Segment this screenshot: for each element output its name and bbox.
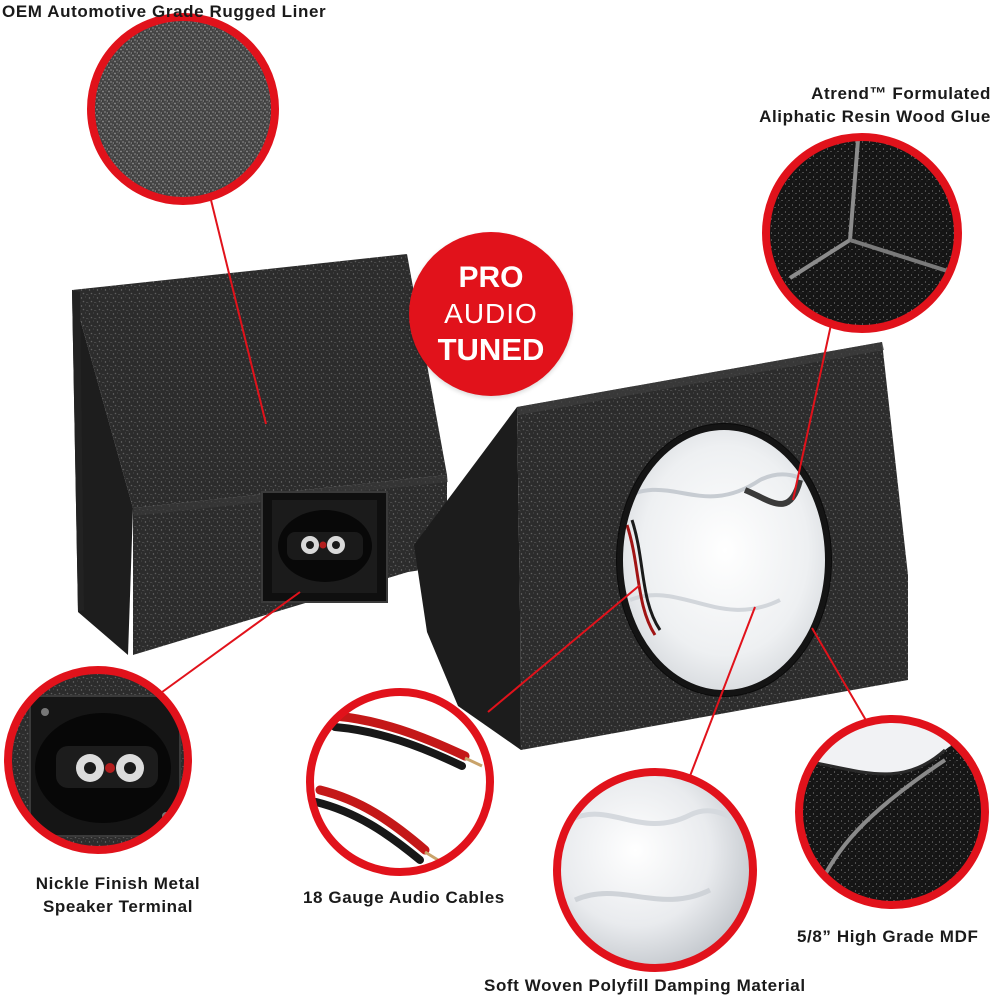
glue-label: Atrend™ Formulated Aliphatic Resin Wood …	[759, 82, 991, 128]
zoom-glue-joint	[762, 133, 962, 333]
glue-label-line-2: Aliphatic Resin Wood Glue	[759, 107, 991, 126]
glue-label-line-1: Atrend™ Formulated	[811, 84, 991, 103]
pro-audio-tuned-badge: PRO AUDIO TUNED	[409, 232, 573, 396]
terminal-label-line-2: Speaker Terminal	[42, 897, 194, 916]
zoom-speaker-terminal	[4, 666, 192, 854]
zoom-liner-texture	[87, 13, 279, 205]
cables-label: 18 Gauge Audio Cables	[303, 888, 505, 907]
callout-lines	[157, 195, 868, 777]
left-speaker-box	[72, 254, 448, 655]
badge-line-1: PRO	[458, 261, 524, 294]
liner-label: OEM Automotive Grade Rugged Liner	[2, 2, 327, 21]
mdf-label: 5/8” High Grade MDF	[797, 927, 979, 946]
polyfill-label: Soft Woven Polyfill Damping Material	[484, 976, 806, 995]
badge-line-3: TUNED	[437, 332, 545, 367]
badge-line-2: AUDIO	[444, 298, 538, 329]
terminal-label: Nickle Finish Metal Speaker Terminal	[18, 872, 218, 918]
terminal-label-line-1: Nickle Finish Metal	[35, 874, 201, 893]
right-speaker-box	[414, 342, 908, 750]
zoom-mdf-edge	[795, 715, 989, 909]
zoom-polyfill	[553, 768, 757, 972]
zoom-audio-cables	[306, 688, 494, 876]
